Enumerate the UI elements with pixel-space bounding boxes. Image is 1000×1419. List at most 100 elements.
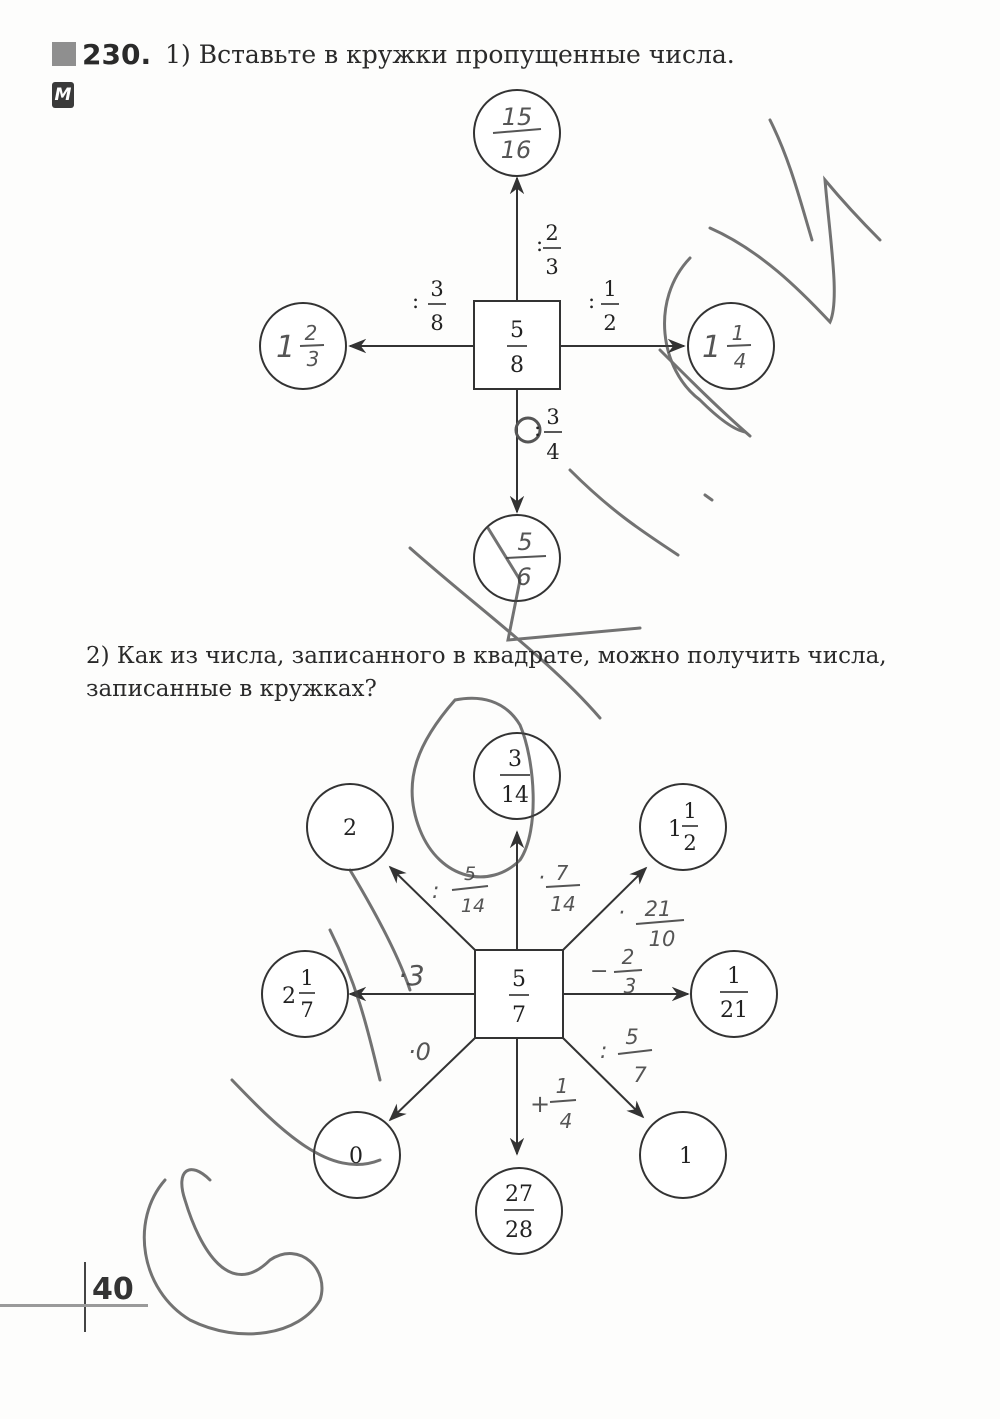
svg-text::: : bbox=[600, 1039, 607, 1064]
svg-text:1: 1 bbox=[603, 277, 616, 301]
svg-text:5: 5 bbox=[512, 967, 526, 992]
svg-text:2: 2 bbox=[545, 221, 558, 245]
svg-text:3: 3 bbox=[546, 405, 559, 429]
center-num: 5 bbox=[510, 318, 524, 343]
svg-text:1: 1 bbox=[668, 817, 682, 842]
hand-op-bottom-right: : 5 7 bbox=[600, 1025, 653, 1087]
answer-up: 15 16 bbox=[492, 103, 542, 164]
value2-top-right: 1 1 2 bbox=[668, 799, 698, 855]
svg-text:1: 1 bbox=[276, 330, 295, 365]
svg-text:21: 21 bbox=[720, 998, 748, 1023]
svg-text:7: 7 bbox=[633, 1063, 647, 1087]
svg-text::: : bbox=[412, 289, 419, 313]
task-header: 230. 1) Вставьте в кружки пропущенные чи… bbox=[52, 34, 735, 74]
circle-up bbox=[473, 89, 561, 177]
svg-text:21: 21 bbox=[645, 897, 672, 921]
page-footer-line bbox=[0, 1304, 148, 1307]
hand-op-left: ·3 bbox=[398, 959, 425, 992]
circle2-top bbox=[473, 732, 561, 820]
svg-text:1: 1 bbox=[300, 966, 313, 990]
svg-text:3: 3 bbox=[624, 974, 637, 998]
svg-text:3: 3 bbox=[508, 747, 522, 772]
op-down: : 3 4 bbox=[534, 405, 562, 464]
svg-text:1: 1 bbox=[683, 799, 696, 823]
svg-text:·0: ·0 bbox=[408, 1038, 431, 1066]
svg-text:14: 14 bbox=[461, 895, 485, 917]
svg-text::: : bbox=[536, 232, 543, 256]
arrow2-top-right bbox=[562, 866, 648, 951]
svg-text:14: 14 bbox=[550, 892, 575, 916]
svg-text:14: 14 bbox=[501, 783, 529, 808]
circle2-left bbox=[261, 950, 349, 1038]
value2-left: 2 1 7 bbox=[282, 966, 315, 1022]
task-marker-square bbox=[52, 42, 76, 66]
circle2-bottom bbox=[475, 1167, 563, 1255]
value2-right: 1 21 bbox=[720, 964, 748, 1023]
svg-text:28: 28 bbox=[505, 1218, 533, 1243]
hand-op-top-left: : 5 14 bbox=[432, 863, 489, 917]
task-part1-text: 1) Вставьте в кружки пропущенные числа. bbox=[165, 39, 735, 69]
page-number: 40 bbox=[92, 1272, 134, 1307]
part1-center-fraction: 5 8 bbox=[507, 318, 527, 378]
center-square-2 bbox=[474, 949, 564, 1039]
svg-text:2: 2 bbox=[683, 831, 696, 855]
svg-text:1: 1 bbox=[556, 1074, 569, 1098]
svg-text:2: 2 bbox=[343, 816, 357, 841]
value2-top-left: 2 bbox=[343, 816, 357, 841]
svg-text:5: 5 bbox=[625, 1025, 638, 1049]
svg-text:4: 4 bbox=[546, 440, 559, 464]
svg-text:4: 4 bbox=[734, 349, 747, 373]
circle2-top-right bbox=[639, 783, 727, 871]
value2-bottom: 27 28 bbox=[504, 1182, 534, 1243]
part2-center-fraction: 5 7 bbox=[509, 967, 529, 1028]
svg-text:2: 2 bbox=[282, 984, 296, 1009]
svg-text:3: 3 bbox=[307, 347, 320, 371]
svg-text::: : bbox=[588, 289, 595, 313]
svg-text:2: 2 bbox=[622, 945, 635, 969]
svg-text:2: 2 bbox=[603, 311, 616, 335]
page-margin-line bbox=[84, 1262, 86, 1332]
pencil-mark bbox=[514, 416, 542, 444]
svg-text:7: 7 bbox=[300, 998, 313, 1022]
svg-text:5: 5 bbox=[464, 863, 476, 885]
svg-text:3: 3 bbox=[545, 255, 558, 279]
op-up: : 2 3 bbox=[536, 221, 561, 279]
svg-text:+: + bbox=[530, 1090, 550, 1118]
hand-op-top: · 7 14 bbox=[538, 861, 581, 916]
circle2-bottom-left bbox=[313, 1111, 401, 1199]
pencil-scribbles bbox=[142, 118, 882, 1336]
svg-text:27: 27 bbox=[505, 1182, 533, 1207]
svg-text:7: 7 bbox=[556, 861, 569, 885]
task-part2-text: 2) Как из числа, записанного в квадрате,… bbox=[86, 643, 887, 702]
answer-left: 1 2 3 bbox=[276, 321, 325, 371]
svg-text:·: · bbox=[538, 866, 545, 891]
op-left: : 3 8 bbox=[412, 277, 446, 335]
svg-text:·3: ·3 bbox=[398, 959, 425, 992]
value2-bottom-right: 1 bbox=[679, 1144, 693, 1169]
hand-op-bottom-left: ·0 bbox=[408, 1038, 431, 1066]
arrow2-bottom-right bbox=[562, 1037, 645, 1119]
circle2-right bbox=[690, 950, 778, 1038]
svg-text:16: 16 bbox=[501, 136, 532, 164]
circle2-bottom-right bbox=[639, 1111, 727, 1199]
op-right: : 1 2 bbox=[588, 277, 619, 335]
svg-text:1: 1 bbox=[702, 330, 721, 365]
answer-right: 1 1 4 bbox=[702, 321, 752, 373]
task-number: 230. bbox=[82, 37, 152, 71]
hand-op-top-right: · 21 10 bbox=[618, 897, 685, 951]
svg-text:1: 1 bbox=[679, 1144, 693, 1169]
svg-text:7: 7 bbox=[512, 1003, 526, 1028]
svg-text:·: · bbox=[618, 901, 625, 926]
m-badge-icon: М bbox=[52, 82, 74, 108]
svg-text::: : bbox=[534, 417, 541, 441]
svg-text:5: 5 bbox=[517, 528, 532, 556]
center-den: 8 bbox=[510, 353, 524, 378]
svg-text:2: 2 bbox=[305, 321, 318, 345]
svg-text:1: 1 bbox=[732, 321, 745, 345]
svg-text:15: 15 bbox=[502, 103, 533, 131]
part2-diagram bbox=[261, 732, 778, 1255]
svg-text:−: − bbox=[590, 959, 608, 984]
center-square bbox=[473, 300, 561, 390]
svg-text:8: 8 bbox=[430, 311, 443, 335]
